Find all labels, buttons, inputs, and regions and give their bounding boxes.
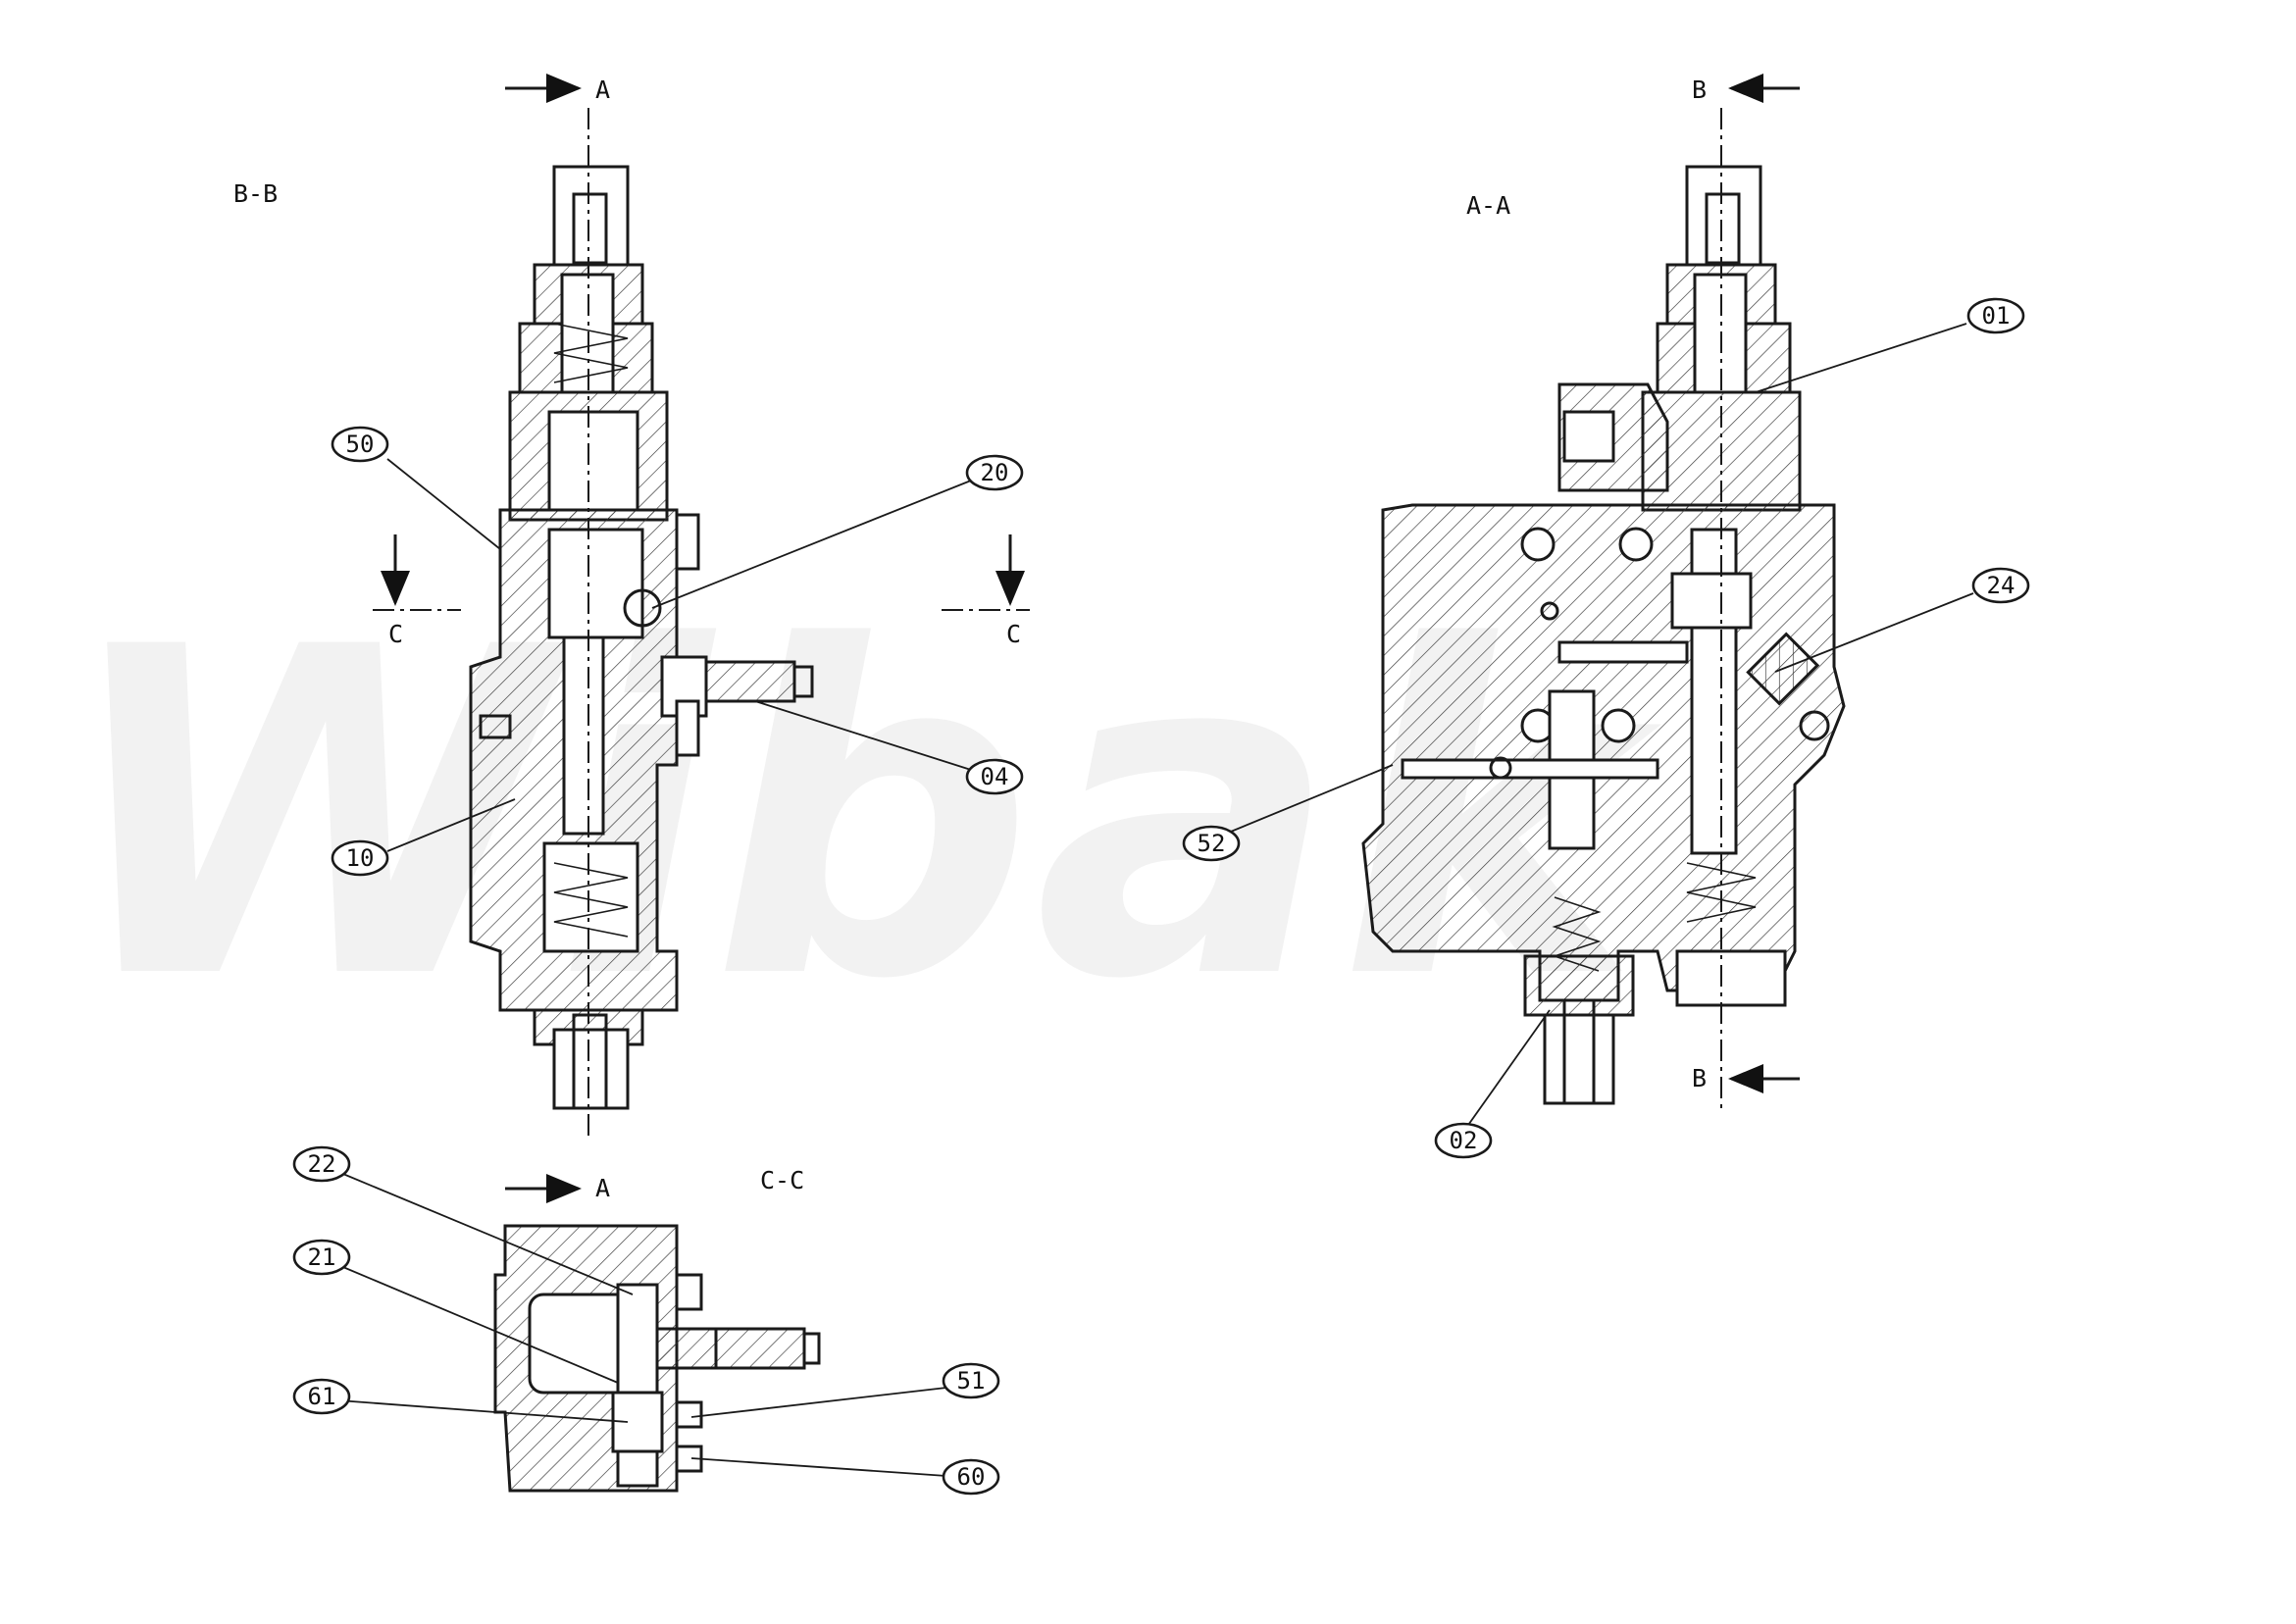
svg-text:50: 50 <box>346 431 375 458</box>
svg-text:61: 61 <box>308 1383 336 1410</box>
svg-text:52: 52 <box>1198 830 1226 857</box>
balloon-61: 61 <box>292 1378 351 1415</box>
section-mark-c-right: C <box>1006 620 1021 648</box>
balloon-60: 60 <box>942 1458 1000 1496</box>
section-mark-a-top: A <box>595 76 610 104</box>
view-cc <box>493 1224 821 1493</box>
section-mark-b-bottom: B <box>1692 1064 1707 1092</box>
view-title-cc: C-C <box>760 1166 804 1194</box>
view-aa <box>1361 74 1846 1113</box>
svg-text:04: 04 <box>981 763 1009 790</box>
section-mark-a-bottom: A <box>595 1174 610 1202</box>
balloon-24: 24 <box>1971 567 2030 604</box>
view-bb <box>373 74 1030 1203</box>
balloon-02: 02 <box>1434 1122 1493 1159</box>
section-mark-c-left: C <box>388 620 403 648</box>
section-mark-b-top: B <box>1692 76 1707 104</box>
balloon-10: 10 <box>331 839 389 877</box>
svg-text:51: 51 <box>957 1367 986 1395</box>
balloon-22: 22 <box>292 1145 351 1183</box>
leader-lines <box>337 323 1974 1477</box>
balloon-21: 21 <box>292 1239 351 1276</box>
balloon-50: 50 <box>331 426 389 463</box>
svg-text:01: 01 <box>1982 302 2011 330</box>
balloon-04: 04 <box>965 758 1024 795</box>
view-title-aa: A-A <box>1466 191 1510 220</box>
balloon-51: 51 <box>942 1362 1000 1399</box>
balloon-01: 01 <box>1966 297 2025 334</box>
svg-text:60: 60 <box>957 1463 986 1491</box>
balloon-20: 20 <box>965 454 1024 491</box>
svg-text:24: 24 <box>1987 572 2015 599</box>
view-title-bb: B-B <box>233 179 278 208</box>
balloon-52: 52 <box>1182 825 1241 862</box>
svg-text:20: 20 <box>981 459 1009 486</box>
svg-text:02: 02 <box>1450 1127 1478 1154</box>
svg-text:22: 22 <box>308 1150 336 1178</box>
svg-text:10: 10 <box>346 844 375 872</box>
svg-text:21: 21 <box>308 1243 336 1271</box>
